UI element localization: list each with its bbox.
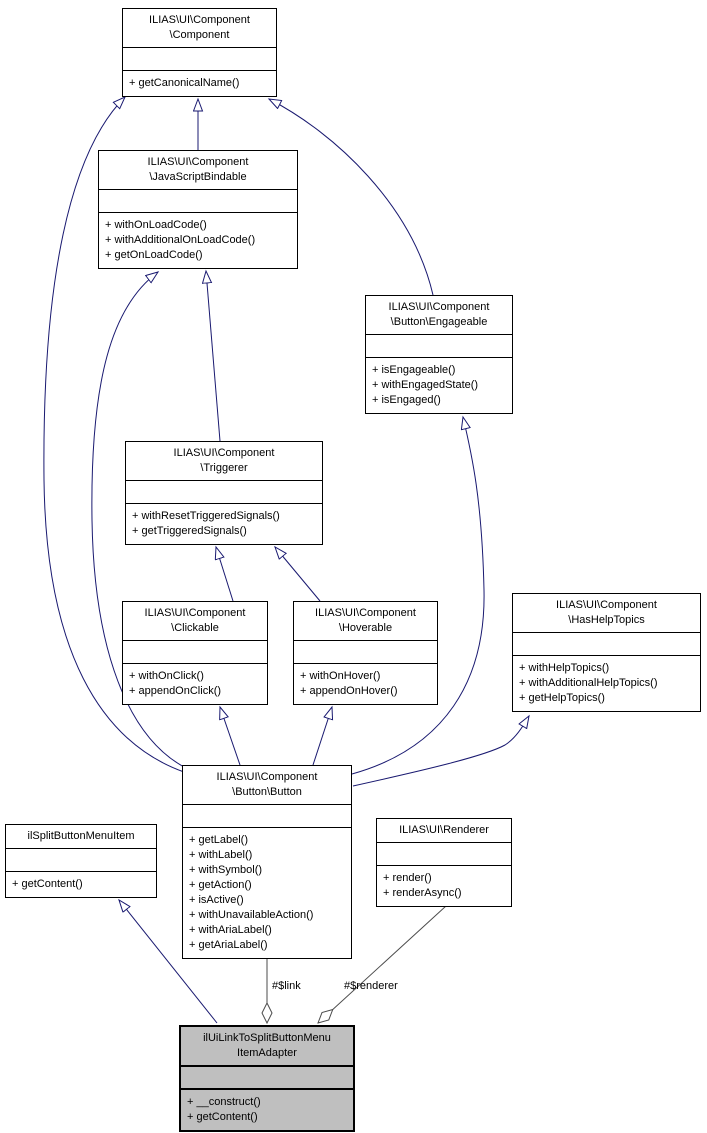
class-title: ILIAS\UI\Component \Component — [123, 9, 276, 48]
class-attributes-empty — [123, 48, 276, 71]
class-box-hoverable[interactable]: ILIAS\UI\Component \Hoverable + withOnHo… — [293, 601, 438, 705]
class-methods: + getLabel() + withLabel() + withSymbol(… — [189, 834, 314, 951]
class-title: ILIAS\UI\Component \JavaScriptBindable — [99, 151, 297, 190]
class-attributes-empty — [126, 481, 322, 504]
class-box-button[interactable]: ILIAS\UI\Component \Button\Button + getL… — [182, 765, 352, 959]
class-attributes-empty — [294, 641, 437, 664]
class-title: ilUiLinkToSplitButtonMenu ItemAdapter — [181, 1027, 353, 1067]
class-title: ILIAS\UI\Renderer — [377, 819, 511, 843]
class-methods: + withResetTriggeredSignals() + getTrigg… — [132, 510, 280, 537]
inheritance-edge-button-to-hoverable — [312, 707, 332, 766]
class-methods: + getCanonicalName() — [129, 77, 240, 89]
edge-label-link: #$link — [272, 980, 301, 992]
class-methods: + withOnLoadCode() + withAdditionalOnLoa… — [105, 219, 256, 261]
class-title: ilSplitButtonMenuItem — [6, 825, 156, 849]
class-methods: + __construct() + getContent() — [187, 1096, 261, 1123]
inheritance-edge-engageable-to-component — [269, 99, 434, 296]
inheritance-edge-button-to-component — [43, 97, 185, 773]
class-methods: + getContent() — [12, 878, 83, 890]
class-box-component[interactable]: ILIAS\UI\Component \Component + getCanon… — [122, 8, 277, 97]
edge-label-renderer: #$renderer — [344, 980, 398, 992]
class-box-hashelptopics[interactable]: ILIAS\UI\Component \HasHelpTopics + with… — [512, 593, 701, 712]
class-box-renderer[interactable]: ILIAS\UI\Renderer + render() + renderAsy… — [376, 818, 512, 907]
class-attributes-empty — [366, 335, 512, 358]
class-title: ILIAS\UI\Component \Button\Engageable — [366, 296, 512, 335]
class-attributes-empty — [377, 843, 511, 866]
inheritance-edge-triggerer-to-javascriptbindable — [206, 271, 221, 442]
inheritance-edge-button-to-javascriptbindable — [91, 272, 187, 769]
class-title: ILIAS\UI\Component \Hoverable — [294, 602, 437, 641]
aggregation-edge-renderer — [318, 905, 447, 1023]
class-box-engageable[interactable]: ILIAS\UI\Component \Button\Engageable + … — [365, 295, 513, 414]
class-attributes-empty — [181, 1067, 353, 1090]
class-attributes-empty — [123, 641, 267, 664]
class-title: ILIAS\UI\Component \Clickable — [123, 602, 267, 641]
class-title: ILIAS\UI\Component \Button\Button — [183, 766, 351, 805]
class-methods: + withOnHover() + appendOnHover() — [300, 670, 398, 697]
class-box-clickable[interactable]: ILIAS\UI\Component \Clickable + withOnCl… — [122, 601, 268, 705]
class-title: ILIAS\UI\Component \HasHelpTopics — [513, 594, 700, 633]
inheritance-edge-hoverable-to-triggerer — [275, 547, 321, 602]
class-attributes-empty — [6, 849, 156, 872]
inheritance-edge-button-to-clickable — [220, 707, 241, 766]
inheritance-edge-button-to-hashelptopics — [352, 716, 529, 787]
class-title: ILIAS\UI\Component \Triggerer — [126, 442, 322, 481]
inheritance-edge-button-to-engageable — [351, 417, 485, 775]
class-methods: + withOnClick() + appendOnClick() — [129, 670, 222, 697]
class-box-adapter[interactable]: ilUiLinkToSplitButtonMenu ItemAdapter + … — [179, 1025, 355, 1132]
class-box-javascriptbindable[interactable]: ILIAS\UI\Component \JavaScriptBindable +… — [98, 150, 298, 269]
class-attributes-empty — [183, 805, 351, 828]
class-methods: + isEngageable() + withEngagedState() + … — [372, 364, 479, 406]
class-methods: + render() + renderAsync() — [383, 872, 462, 899]
class-attributes-empty — [513, 633, 700, 656]
inheritance-edge-clickable-to-triggerer — [216, 547, 234, 602]
class-attributes-empty — [99, 190, 297, 213]
inheritance-edge-adapter-to-ilsplitbuttonmenuitem — [119, 900, 218, 1024]
class-box-triggerer[interactable]: ILIAS\UI\Component \Triggerer + withRese… — [125, 441, 323, 545]
class-methods: + withHelpTopics() + withAdditionalHelpT… — [519, 662, 658, 704]
class-box-ilsplitbuttonmenuitem[interactable]: ilSplitButtonMenuItem + getContent() — [5, 824, 157, 898]
